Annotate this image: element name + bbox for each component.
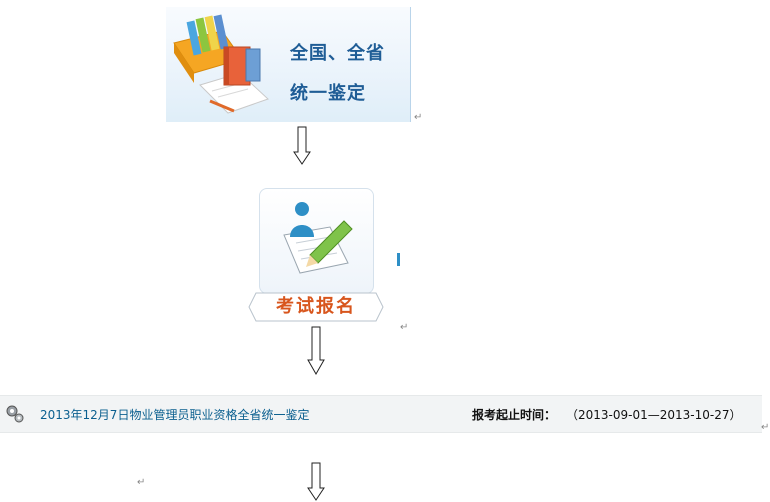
paragraph-mark: ↵ [400, 322, 409, 333]
unified-appraisal-banner: 全国、全省 统一鉴定 [166, 7, 411, 122]
down-arrow-icon [307, 462, 325, 501]
registration-period-value: （2013-09-01—2013-10-27） [566, 408, 742, 422]
registration-period-label: 报考起止时间： [472, 408, 557, 422]
paragraph-mark: ↵ [761, 422, 770, 433]
banner-line-1: 全国、全省 [290, 43, 385, 64]
down-arrow-icon [293, 126, 311, 165]
down-arrow-icon [307, 326, 325, 376]
exam-link[interactable]: 2013年12月7日物业管理员职业资格全省统一鉴定 [40, 408, 310, 422]
paragraph-mark: ↵ [414, 112, 423, 123]
exam-registration-icon [283, 202, 353, 274]
exam-info-row: 2013年12月7日物业管理员职业资格全省统一鉴定 报考起止时间： （2013-… [0, 395, 762, 433]
banner-line-2: 统一鉴定 [290, 83, 366, 104]
exam-registration-card[interactable] [259, 188, 374, 294]
books-icon [173, 14, 269, 114]
exam-registration-label-box[interactable]: 考试报名 [248, 292, 384, 322]
exam-registration-label: 考试报名 [276, 296, 356, 317]
text-cursor [397, 253, 400, 266]
gear-icon [6, 405, 24, 423]
paragraph-mark: ↵ [137, 477, 146, 488]
label-frame [248, 292, 384, 322]
